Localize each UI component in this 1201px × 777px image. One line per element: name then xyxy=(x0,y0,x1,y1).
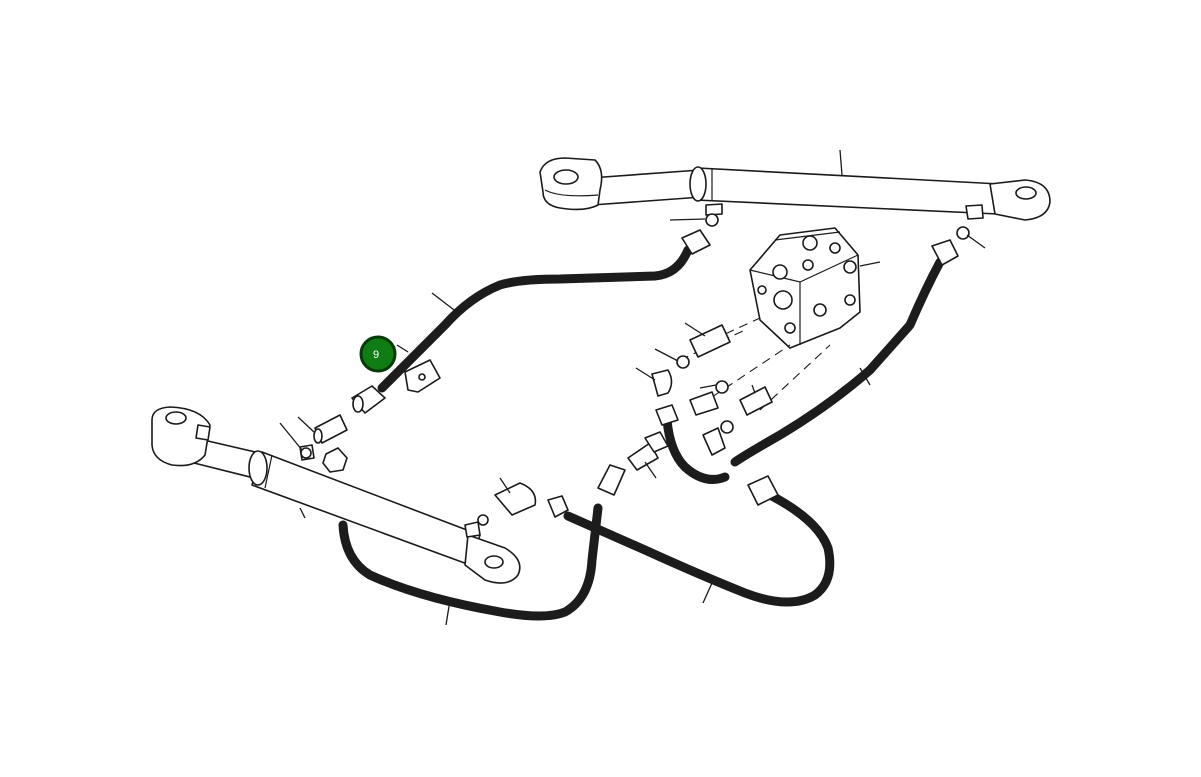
upper-hydraulic-cylinder xyxy=(539,157,1051,221)
callout-9-circle[interactable] xyxy=(359,335,397,373)
callout-9[interactable]: 9 xyxy=(359,335,397,373)
hose-lower-long xyxy=(563,490,835,607)
leader-lines xyxy=(279,149,986,626)
callout-9-label: 9 xyxy=(373,349,379,361)
hose-right xyxy=(730,257,945,467)
hydraulic-hoses xyxy=(338,245,945,621)
hose-upper-left xyxy=(377,245,693,393)
hose-lower-loop xyxy=(338,503,603,621)
hose-short-hook xyxy=(662,415,730,484)
control-valve-block xyxy=(749,227,861,349)
lower-hydraulic-cylinder xyxy=(151,406,521,584)
hose-fittings xyxy=(300,213,970,526)
